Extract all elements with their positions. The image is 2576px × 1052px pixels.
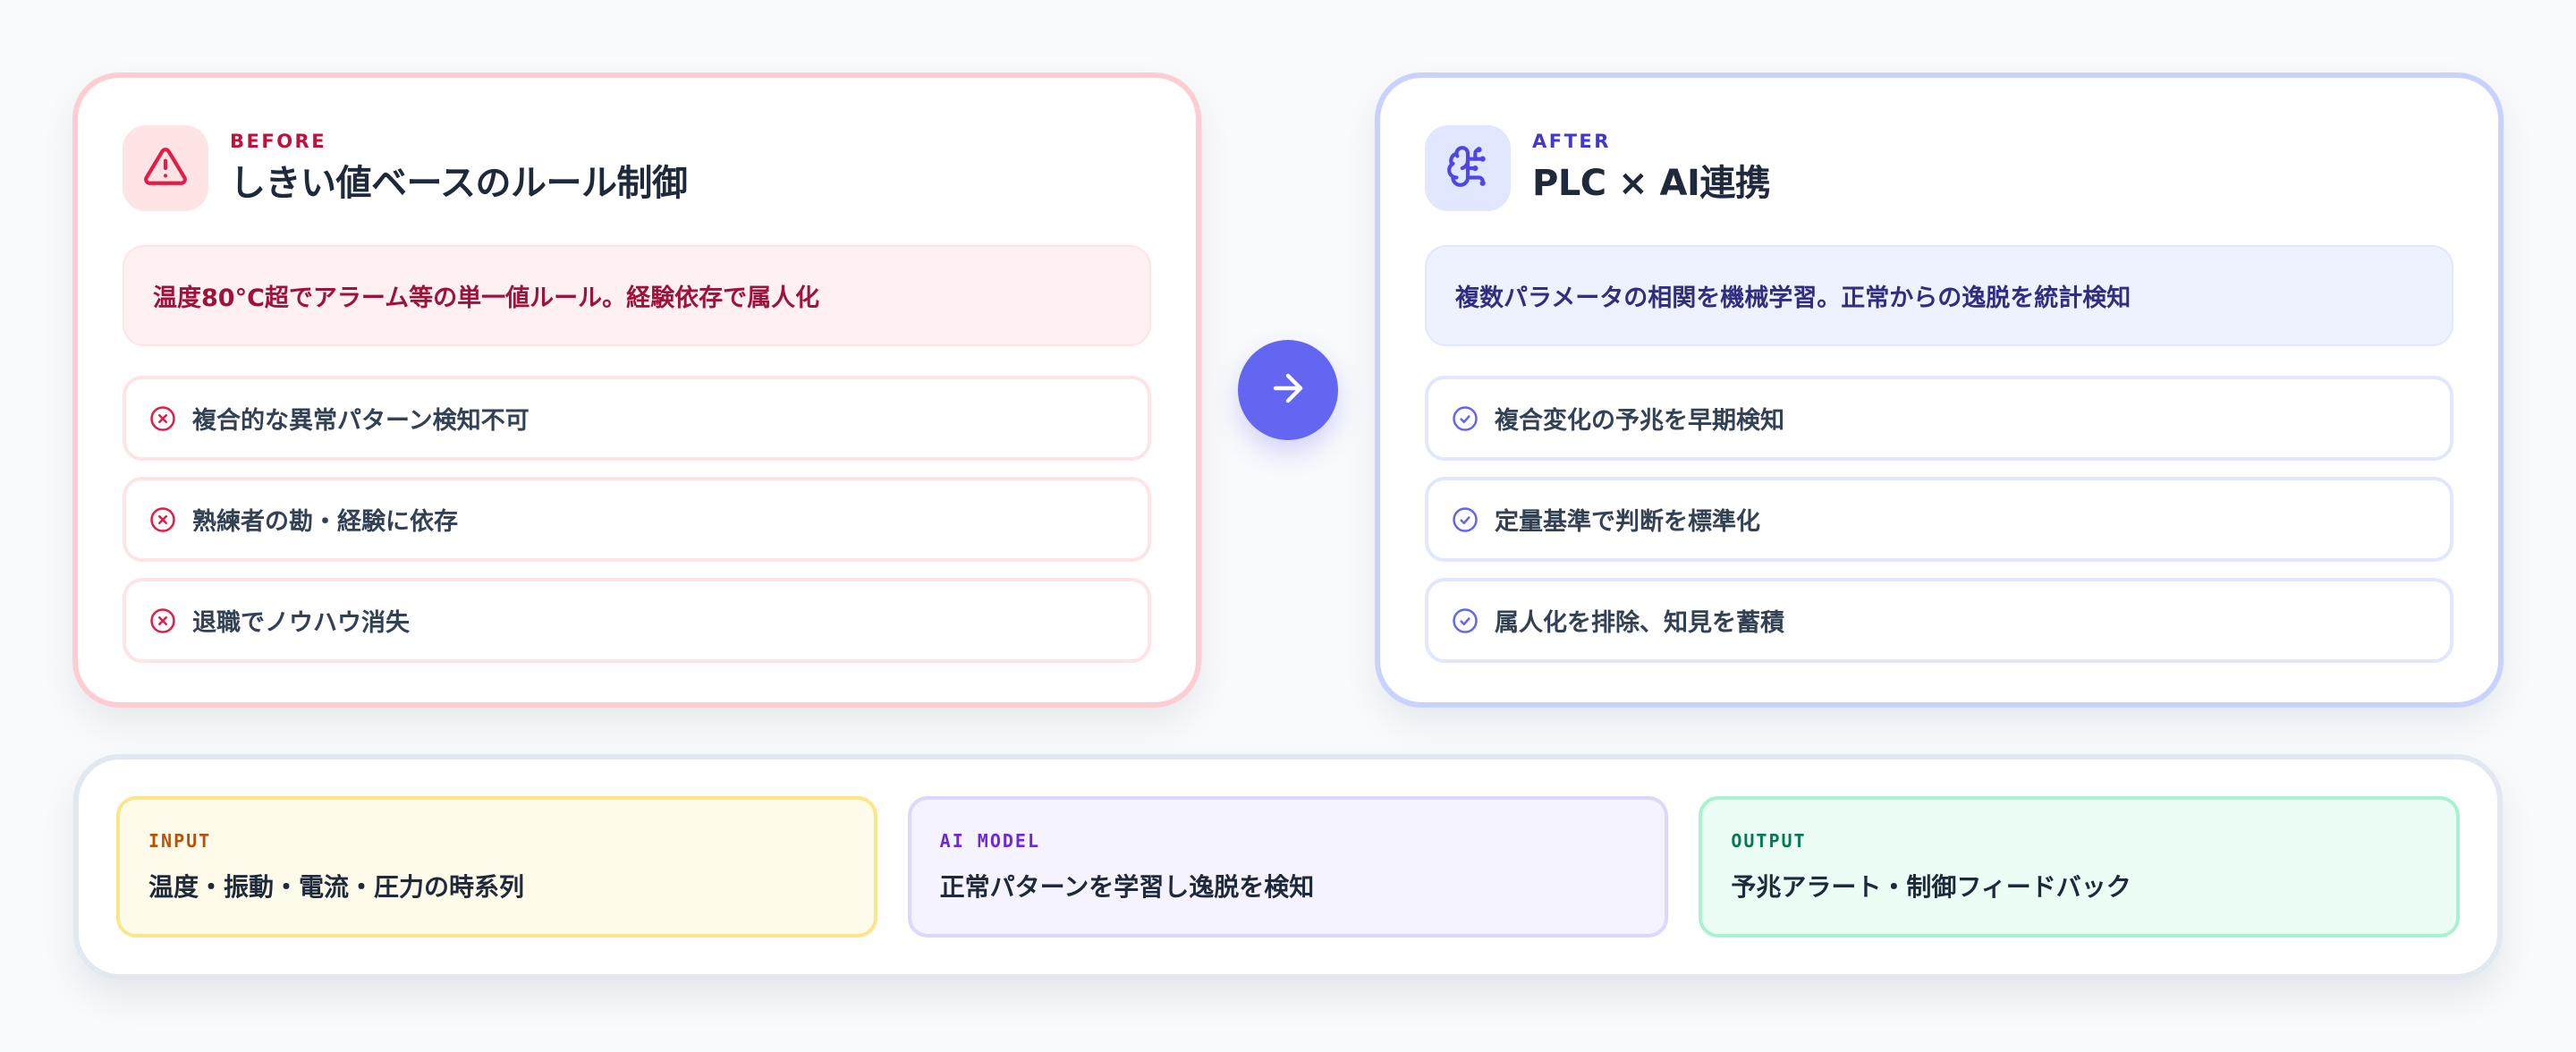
after-summary: 複数パラメータの相関を機械学習。正常からの逸脱を統計検知	[1425, 245, 2453, 346]
check-circle-icon	[1452, 607, 1479, 634]
before-title: しきい値ベースのルール制御	[230, 163, 688, 204]
x-circle-icon	[149, 607, 176, 634]
stage-label: OUTPUT	[1731, 830, 1807, 852]
check-circle-icon	[1452, 506, 1479, 533]
pipeline-stage-ai-model: AI MODEL 正常パターンを学習し逸脱を検知	[907, 796, 1669, 937]
arrow-right-icon	[1267, 367, 1309, 413]
pipeline-panel: INPUT 温度・振動・電流・圧力の時系列 AI MODEL 正常パターンを学習…	[73, 754, 2503, 980]
after-card-header: AFTER PLC × AI連携	[1425, 125, 2453, 211]
before-card: BEFORE しきい値ベースのルール制御 温度80°C超でアラーム等の単一値ルー…	[72, 72, 1201, 708]
check-circle-icon	[1452, 405, 1479, 432]
list-item-label: 複合変化の予兆を早期検知	[1495, 407, 1784, 435]
after-title: PLC × AI連携	[1532, 163, 1771, 204]
x-circle-icon	[149, 405, 176, 432]
list-item: 熟練者の勘・経験に依存	[123, 477, 1151, 562]
transition-arrow	[1238, 340, 1338, 440]
stage-label: INPUT	[148, 830, 212, 852]
after-item-list: 複合変化の予兆を早期検知 定量基準で判断を標準化 属人化を排除、知見を蓄積	[1425, 376, 2453, 663]
after-eyebrow: AFTER	[1532, 131, 1611, 152]
after-icon-box	[1425, 125, 1511, 211]
after-card: AFTER PLC × AI連携 複数パラメータの相関を機械学習。正常からの逸脱…	[1375, 72, 2504, 708]
pipeline-stage-output: OUTPUT 予兆アラート・制御フィードバック	[1699, 796, 2461, 937]
before-eyebrow: BEFORE	[230, 131, 327, 152]
stage-text: 予兆アラート・制御フィードバック	[1731, 872, 2131, 902]
list-item: 定量基準で判断を標準化	[1425, 477, 2453, 562]
before-summary: 温度80°C超でアラーム等の単一値ルール。経験依存で属人化	[123, 245, 1151, 346]
stage-text: 正常パターンを学習し逸脱を検知	[939, 872, 1315, 902]
stage-label: AI MODEL	[939, 830, 1040, 852]
list-item: 複合的な異常パターン検知不可	[123, 376, 1151, 461]
list-item-label: 属人化を排除、知見を蓄積	[1495, 609, 1784, 637]
list-item: 退職でノウハウ消失	[123, 578, 1151, 663]
list-item-label: 熟練者の勘・経験に依存	[192, 508, 458, 536]
list-item-label: 退職でノウハウ消失	[192, 609, 410, 637]
before-item-list: 複合的な異常パターン検知不可 熟練者の勘・経験に依存 退職でノウハウ消失	[123, 376, 1151, 663]
alert-triangle-icon	[143, 144, 188, 192]
list-item-label: 定量基準で判断を標準化	[1495, 508, 1760, 536]
before-icon-box	[123, 125, 208, 211]
list-item-label: 複合的な異常パターン検知不可	[192, 407, 530, 435]
list-item: 複合変化の予兆を早期検知	[1425, 376, 2453, 461]
before-card-header: BEFORE しきい値ベースのルール制御	[123, 125, 1151, 211]
brain-circuit-icon	[1445, 144, 1490, 192]
stage-text: 温度・振動・電流・圧力の時系列	[148, 872, 525, 902]
list-item: 属人化を排除、知見を蓄積	[1425, 578, 2453, 663]
x-circle-icon	[149, 506, 176, 533]
pipeline-stage-input: INPUT 温度・振動・電流・圧力の時系列	[116, 796, 877, 937]
